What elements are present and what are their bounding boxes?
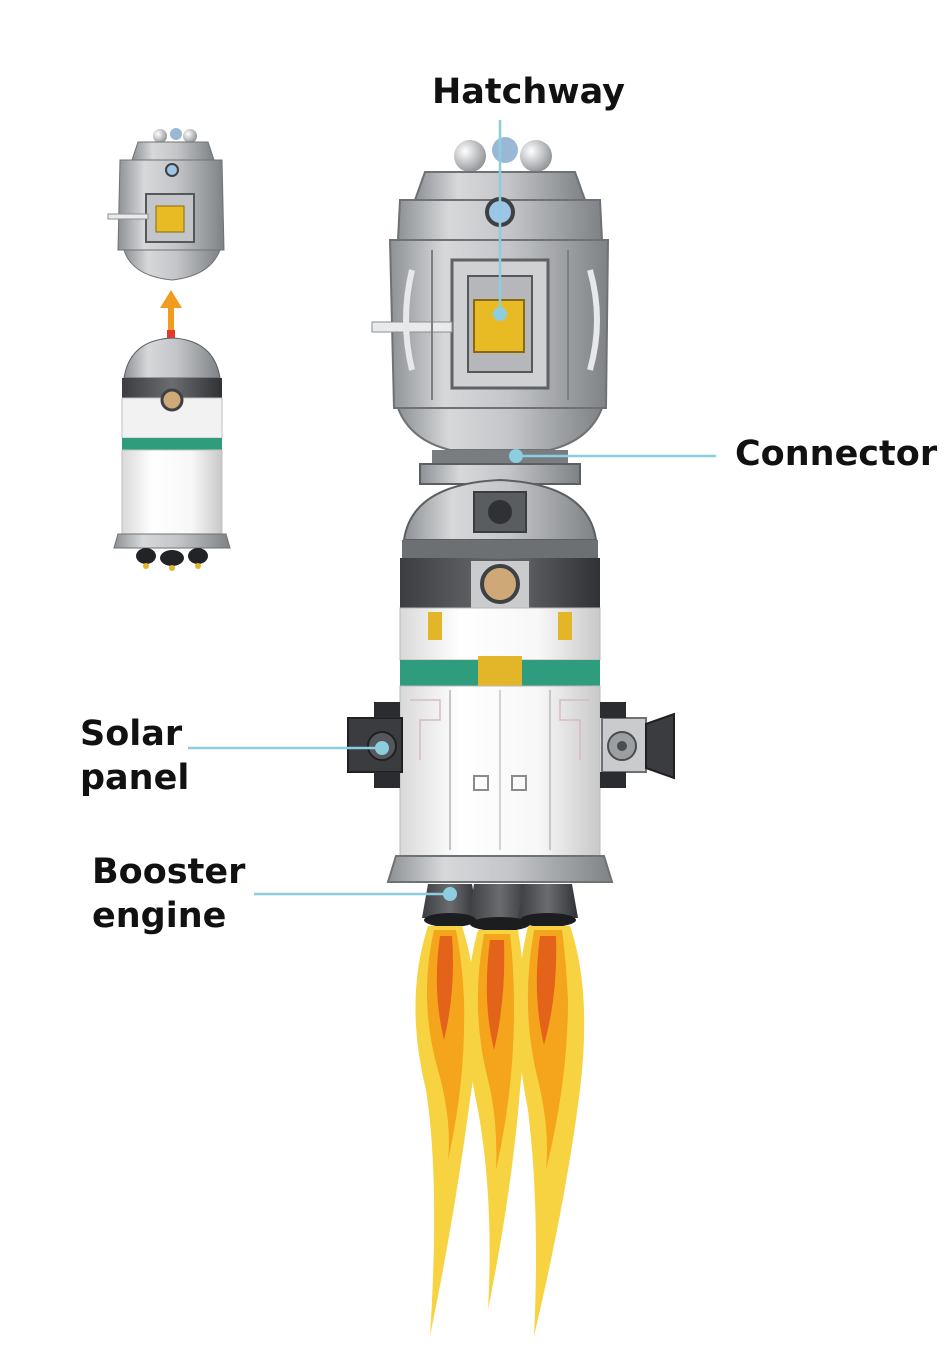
booster-dot <box>443 887 457 901</box>
main-spacecraft <box>347 137 675 1336</box>
label-hatchway: Hatchway <box>432 72 625 112</box>
separation-arrow <box>160 290 182 338</box>
solar-panel-right <box>600 702 675 788</box>
engine-flames <box>415 926 585 1336</box>
leader-lines <box>188 120 716 901</box>
top-knob <box>454 140 486 172</box>
label-connector: Connector <box>735 434 938 474</box>
label-solar-line2: panel <box>80 758 190 798</box>
label-booster-line2: engine <box>92 896 227 936</box>
label-booster-line1: Booster <box>92 852 246 892</box>
orbital-module <box>371 137 610 451</box>
label-solar-line1: Solar <box>80 714 183 754</box>
label-solar-panel: Solar panel <box>80 712 189 800</box>
top-knob <box>520 140 552 172</box>
connector-ring <box>419 450 581 485</box>
hatchway-dot <box>493 307 507 321</box>
inset-spacecraft <box>107 128 231 571</box>
service-module <box>386 607 614 883</box>
solar-panel-left <box>347 702 403 788</box>
solar-panel-dot <box>375 741 389 755</box>
label-booster-engine: Booster engine <box>92 850 245 938</box>
reentry-module <box>400 478 600 611</box>
inset-orbital-module <box>107 128 225 281</box>
inset-reentry-module <box>113 337 231 571</box>
top-knob <box>492 137 518 163</box>
connector-dot <box>509 449 523 463</box>
